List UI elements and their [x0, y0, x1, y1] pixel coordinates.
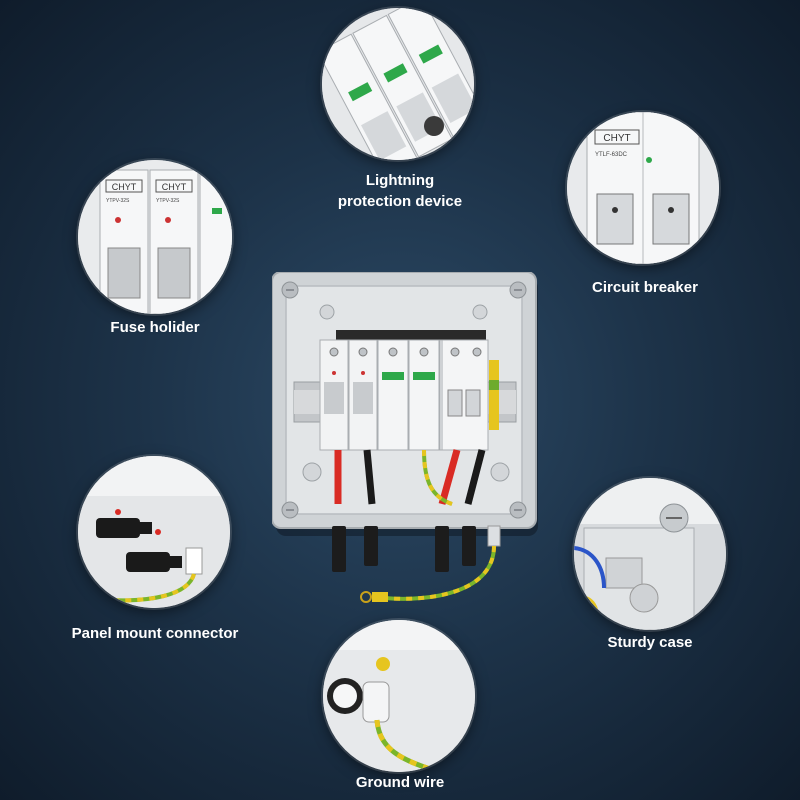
fuse-model-text-1: YTPV-32S	[106, 198, 130, 204]
breaker-brand-text: CHYT	[603, 133, 630, 144]
sturdy-case-label: Sturdy case	[607, 634, 693, 651]
fuse-model-text-2: YTPV-32S	[156, 198, 180, 204]
breaker-model-text: YTLF-63DC	[595, 152, 628, 158]
fuse-brand-text-2: CHYT	[162, 182, 187, 192]
sturdy-case-photo	[574, 478, 726, 630]
junction-box-photo	[271, 271, 542, 612]
lightning-label-line1: Lightning	[365, 172, 435, 189]
circuit-breaker-photo: CHYT YTLF-63DC	[567, 112, 719, 264]
panel-mount-connector-label: Panel mount connector	[71, 625, 239, 642]
circuit-breaker-label: Circuit breaker	[592, 279, 698, 296]
ground-wire-label: Ground wire	[355, 774, 445, 791]
panel-mount-connector-photo	[78, 456, 230, 608]
fuse-holder-photo: CHYT CHYT YTPV-32S YTPV-32S	[78, 160, 232, 314]
lightning-protection-label: Lightning protection device	[300, 170, 500, 212]
fuse-brand-text-1: CHYT	[112, 182, 137, 192]
fuse-holder-label: Fuse holider	[110, 319, 200, 336]
lightning-protection-photo	[322, 8, 474, 160]
lightning-label-line2: protection device	[337, 193, 463, 210]
ground-wire-photo	[323, 620, 475, 772]
